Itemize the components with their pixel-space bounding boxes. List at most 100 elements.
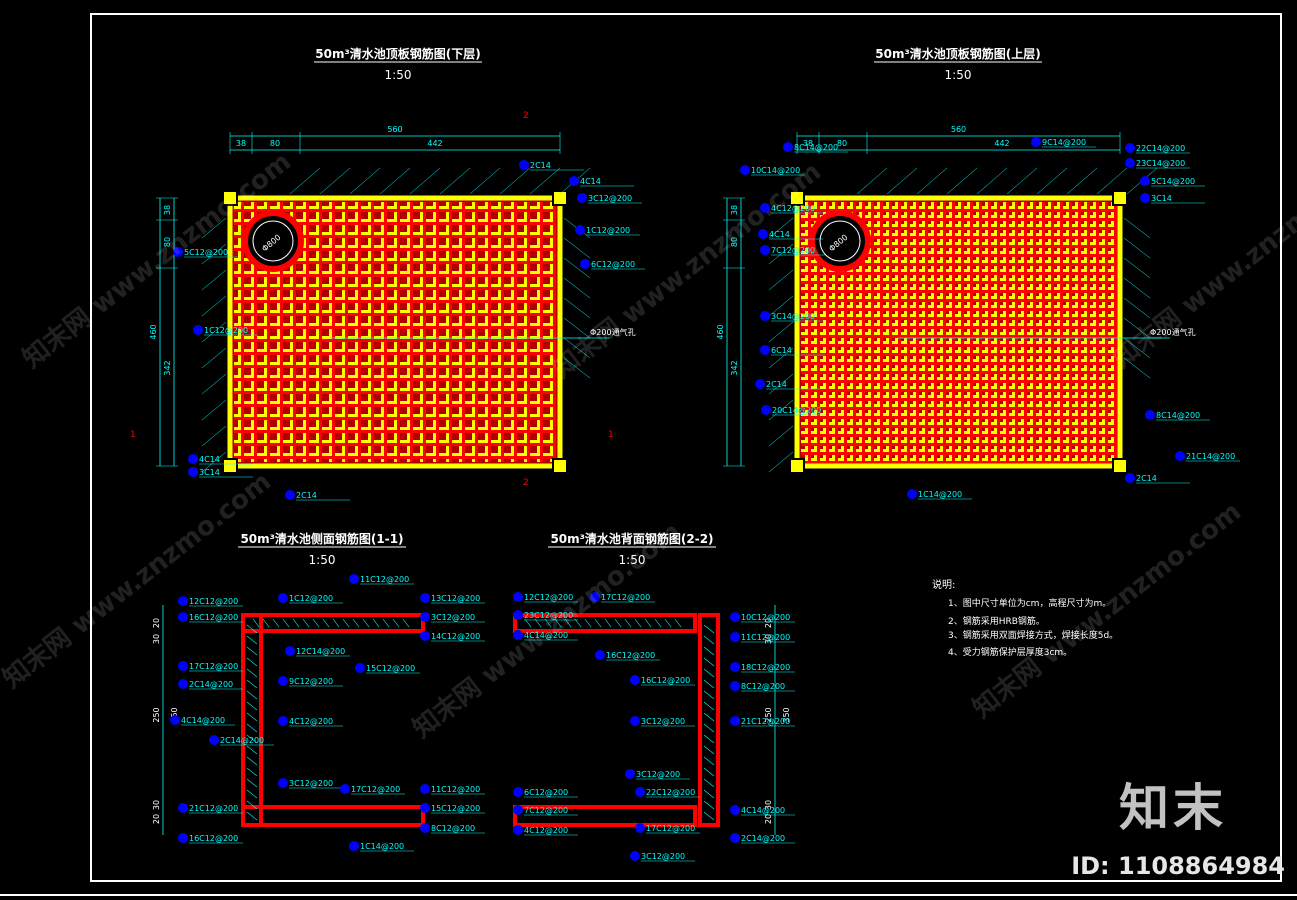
rebar-tag-sec22-12: 3C12@200	[636, 770, 680, 779]
wall-hatch	[703, 778, 715, 788]
wall-hatch	[703, 624, 715, 634]
corner-bar-2	[222, 458, 238, 474]
rebar-tag-upper-15: 21C14@200	[1186, 452, 1235, 461]
rebar-tag-sec22-15: 7C12@200	[524, 806, 568, 815]
rebar-vertical-core	[280, 202, 283, 462]
rebar-horizontal	[801, 251, 1116, 256]
rebar-tag-upper-11-marker	[755, 379, 765, 389]
corner-bar-0	[789, 190, 805, 206]
wall-hatch	[703, 635, 715, 645]
rebar-horizontal	[234, 271, 556, 276]
rebar-vertical	[238, 202, 243, 462]
plan-upper-scale: 1:50	[945, 68, 972, 82]
rebar-horizontal-core	[801, 452, 1116, 455]
hatch-leader-left	[201, 243, 227, 265]
rebar-vertical	[420, 202, 425, 462]
rebar-horizontal-core	[234, 456, 556, 459]
rebar-tag-lower-0-marker	[519, 160, 529, 170]
rebar-horizontal-core	[801, 416, 1116, 419]
notes-heading: 说明:	[932, 578, 955, 591]
rebar-tag-sec11-4-marker	[170, 715, 180, 725]
rebar-horizontal	[234, 427, 556, 432]
rebar-tag-sec22-5-marker	[730, 632, 740, 642]
rebar-horizontal-core	[801, 398, 1116, 401]
rebar-tag-sec22-1-marker	[513, 610, 523, 620]
rebar-vertical-core	[1060, 202, 1063, 462]
rebar-tag-sec11-10-marker	[420, 612, 430, 622]
rebar-horizontal	[234, 336, 556, 341]
rebar-vertical-core	[997, 202, 1000, 462]
rebar-horizontal	[234, 310, 556, 315]
rebar-vertical-core	[1078, 202, 1081, 462]
slab-hatch	[262, 618, 270, 628]
rebar-tag-sec22-10-marker	[630, 716, 640, 726]
rebar-tag-sec11-12: 12C14@200	[296, 647, 345, 656]
rebar-tag-upper-14: 8C14@200	[1156, 411, 1200, 420]
rebar-horizontal	[801, 377, 1116, 382]
rebar-tag-sec11-13-marker	[355, 663, 365, 673]
hatch-leader-right	[1123, 257, 1151, 279]
hatch-leader-top	[439, 167, 471, 195]
rebar-vertical-core	[488, 202, 491, 462]
wall-hatch	[703, 723, 715, 733]
sec22-scale: 1:50	[619, 553, 646, 567]
rebar-vertical-core	[898, 202, 901, 462]
hatch-leader-left	[768, 399, 794, 421]
rebar-horizontal-core	[801, 389, 1116, 392]
section-dim-label-5: 20	[764, 814, 773, 824]
rebar-tag-sec11-15-marker	[278, 716, 288, 726]
hatch-leader-top	[976, 167, 1008, 195]
rebar-vertical-core	[267, 202, 270, 462]
rebar-tag-lower-7-marker	[193, 325, 203, 335]
section-mark-1-right: 1	[608, 430, 614, 440]
rebar-horizontal	[801, 350, 1116, 355]
section-dim-label-1: 30	[152, 634, 161, 644]
rebar-horizontal	[234, 375, 556, 380]
rebar-tag-upper-4-marker	[1140, 176, 1150, 186]
rebar-tag-sec11-8-marker	[349, 574, 359, 584]
dim-label-left-38: 38	[730, 205, 739, 215]
rebar-horizontal	[234, 401, 556, 406]
rebar-tag-sec11-22: 2C14@200	[220, 736, 264, 745]
hatch-leader-right	[1123, 357, 1151, 379]
rebar-vertical-core	[844, 202, 847, 462]
slab-hatch	[252, 618, 260, 628]
section-dim-label-2: 250	[764, 707, 773, 722]
rebar-vertical	[368, 202, 373, 462]
rebar-vertical-core	[345, 202, 348, 462]
rebar-tag-lower-8: 2C14	[296, 491, 317, 500]
rebar-vertical-core	[241, 202, 244, 462]
dim-label-left-80: 80	[730, 237, 739, 247]
rebar-horizontal-core	[234, 365, 556, 368]
rebar-vertical-core	[988, 202, 991, 462]
wall-hatch	[246, 712, 258, 722]
rebar-horizontal-core	[234, 352, 556, 355]
wall-hatch	[246, 800, 258, 810]
rebar-horizontal-core	[801, 434, 1116, 437]
wall-hatch	[246, 679, 258, 689]
rebar-vertical-core	[916, 202, 919, 462]
slab-hatch	[644, 618, 652, 628]
hatch-leader-left	[201, 451, 227, 473]
rebar-horizontal-core	[234, 417, 556, 420]
rebar-vertical-core	[332, 202, 335, 462]
note-item-3: 3、钢筋采用双面焊接方式，焊接长度5d。	[948, 629, 1118, 641]
section-dim-label-2: 250	[152, 707, 161, 722]
rebar-tag-lower-3-marker	[580, 259, 590, 269]
rebar-tag-upper-10: 6C14	[771, 346, 792, 355]
wall-hatch	[246, 646, 258, 656]
rebar-tag-sec11-11: 14C12@200	[431, 632, 480, 641]
wall-hatch	[703, 767, 715, 777]
wall-hatch	[703, 789, 715, 799]
rebar-tag-sec11-14: 9C12@200	[289, 677, 333, 686]
slab-hatch	[534, 618, 542, 628]
rebar-tag-sec11-17-marker	[340, 784, 350, 794]
slab-hatch	[342, 618, 350, 628]
slab-hatch	[382, 618, 390, 628]
rebar-tag-sec11-10: 3C12@200	[431, 613, 475, 622]
slab-hatch	[332, 618, 340, 628]
rebar-horizontal	[801, 413, 1116, 418]
rebar-vertical	[277, 202, 282, 462]
